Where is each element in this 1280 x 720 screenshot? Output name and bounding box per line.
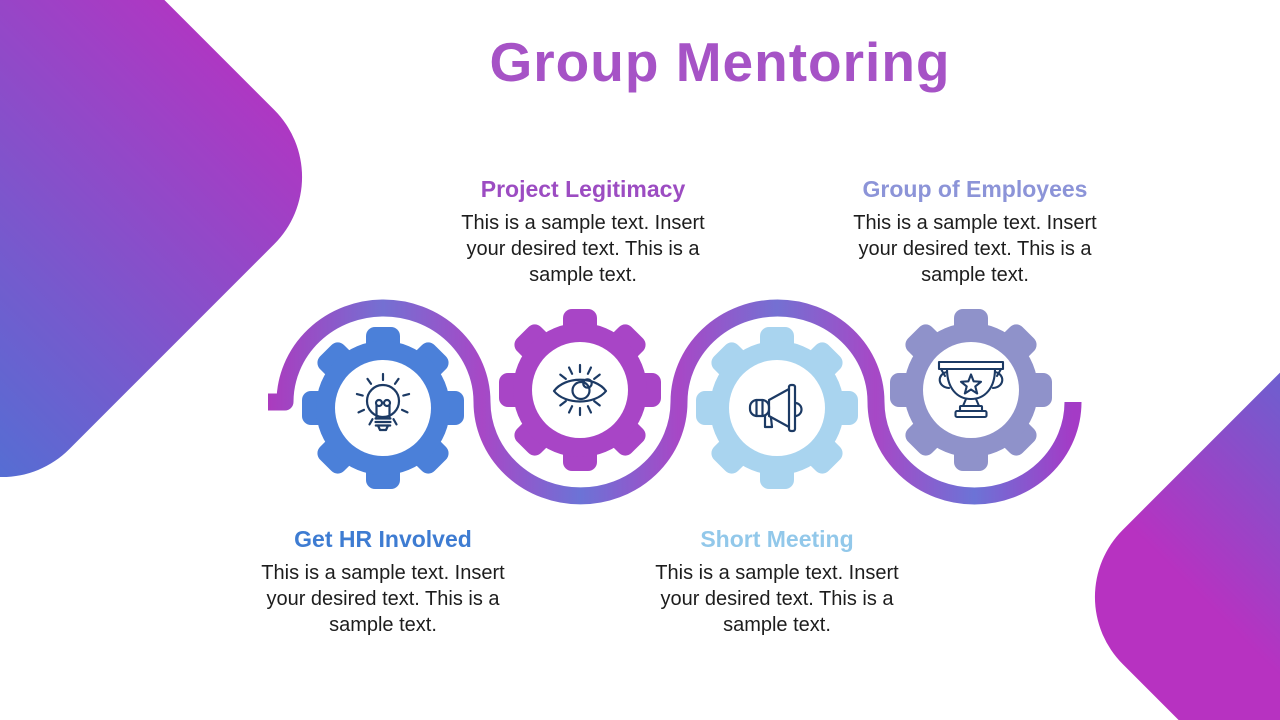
eye-icon xyxy=(552,363,608,417)
gear-hub xyxy=(335,360,431,456)
corner-blob-bottom-right xyxy=(1094,296,1280,720)
page-title: Group Mentoring xyxy=(489,31,951,93)
gear-project-legitimacy xyxy=(499,309,661,471)
caption-project-legitimacy: Project Legitimacy This is a sample text… xyxy=(443,176,723,288)
caption-short-meeting: Short Meeting This is a sample text. Ins… xyxy=(637,526,917,638)
caption-body: This is a sample text. Insert your desir… xyxy=(655,562,899,636)
corner-blob-top-left xyxy=(0,0,303,478)
megaphone-icon xyxy=(748,383,803,433)
caption-get-hr-involved: Get HR Involved This is a sample text. I… xyxy=(243,526,523,638)
caption-body: This is a sample text. Insert your desir… xyxy=(261,562,505,636)
trophy-icon xyxy=(937,360,1005,419)
gear-group-of-employees xyxy=(890,309,1052,471)
caption-body: This is a sample text. Insert your desir… xyxy=(853,212,1097,286)
caption-body: This is a sample text. Insert your desir… xyxy=(461,212,705,286)
caption-heading: Short Meeting xyxy=(700,526,854,552)
caption-group-of-employees: Group of Employees This is a sample text… xyxy=(835,176,1115,288)
gear-short-meeting xyxy=(696,327,858,489)
gear-hub xyxy=(532,342,628,438)
wave-connector xyxy=(268,299,1082,505)
caption-heading: Project Legitimacy xyxy=(480,176,686,202)
caption-heading: Group of Employees xyxy=(862,176,1088,202)
gear-hub xyxy=(729,360,825,456)
lightbulb-icon xyxy=(355,372,411,432)
caption-heading: Get HR Involved xyxy=(294,526,472,552)
gear-get-hr-involved xyxy=(302,327,464,489)
